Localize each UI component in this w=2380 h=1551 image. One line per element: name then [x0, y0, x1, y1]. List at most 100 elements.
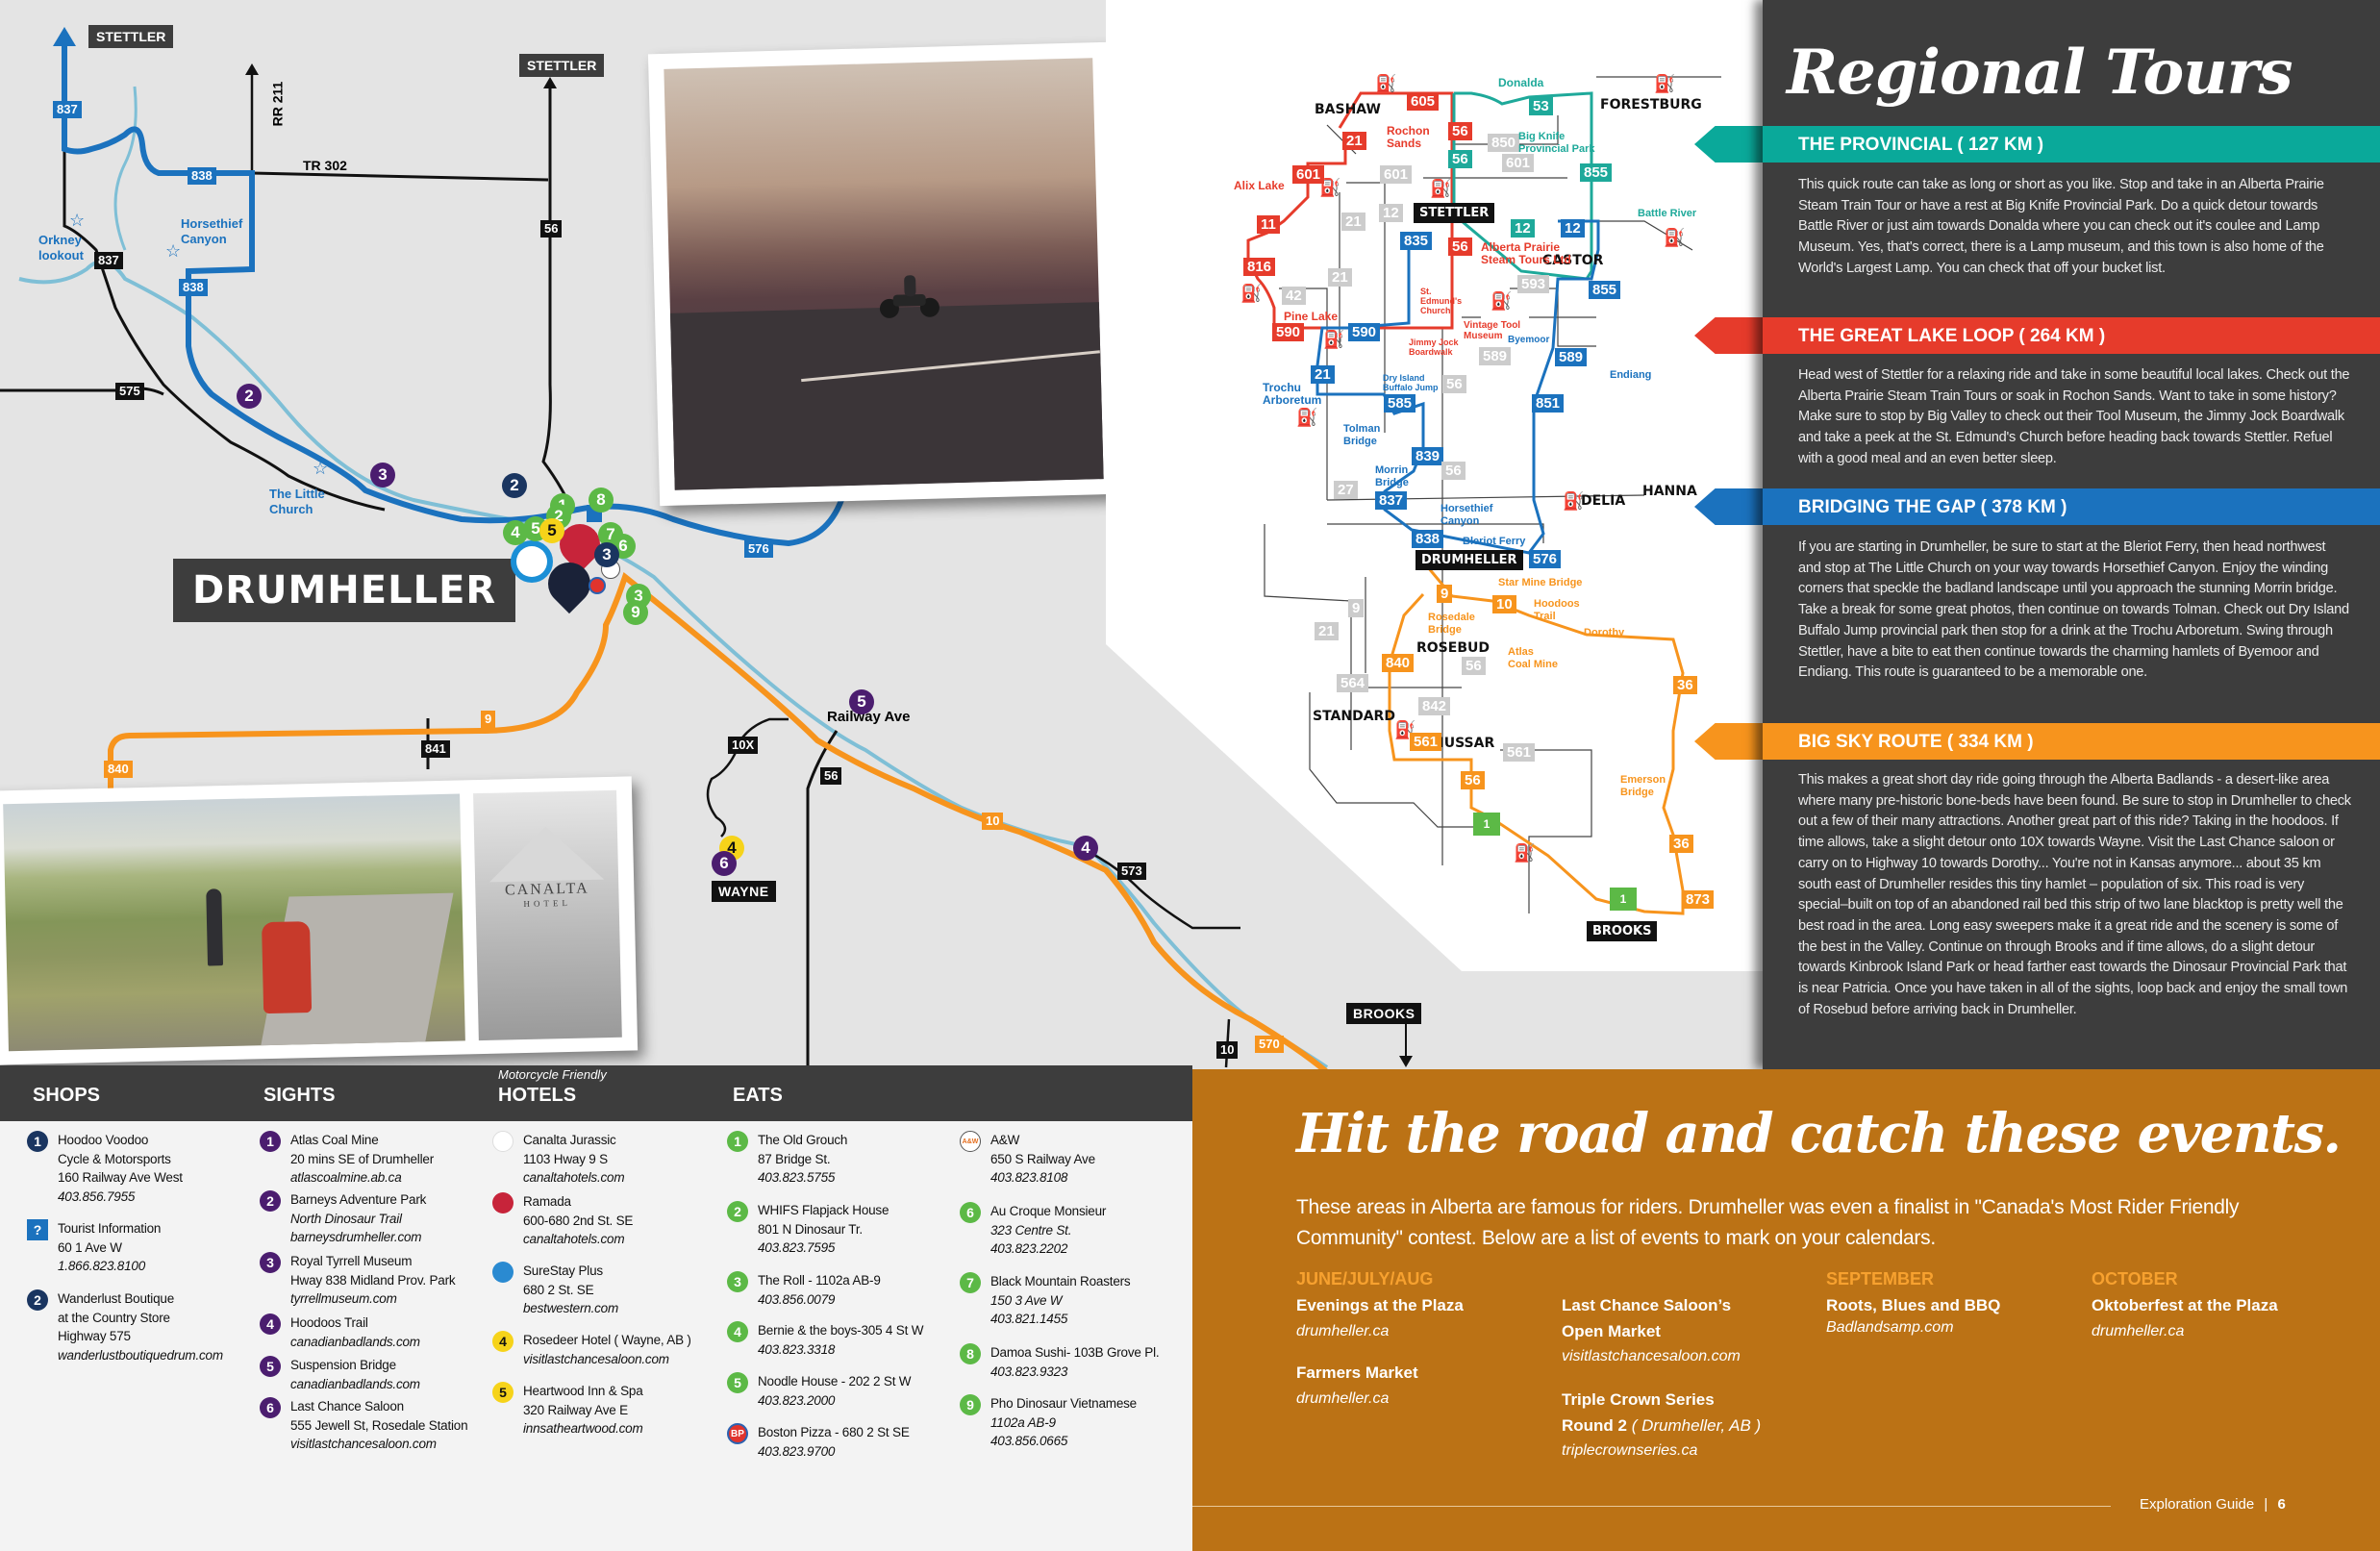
shop-phone: 1.866.823.8100 — [58, 1259, 146, 1273]
eat-address: 650 S Railway Ave — [990, 1151, 1095, 1166]
event-link[interactable]: Badlandsamp.com — [1826, 1319, 1954, 1336]
hotel-listing-item[interactable]: SureStay Plus 680 2 St. SE bestwestern.c… — [492, 1262, 618, 1318]
eat-address: 323 Centre St. — [990, 1222, 1072, 1238]
sight-listing-item[interactable]: 4 Hoodoos Trail canadianbadlands.com — [260, 1313, 420, 1351]
tour-body-bridging-the-gap: If you are starting in Drumheller, be su… — [1798, 539, 2349, 681]
eat-listing-item[interactable]: 4 Bernie & the boys-305 4 St W 403.823.3… — [727, 1321, 923, 1359]
event-name: Oktoberfest at the Plaza — [2092, 1296, 2278, 1314]
event-link[interactable]: triplecrownseries.ca — [1562, 1442, 1698, 1459]
direction-tag-stettler-east: STETTLER — [519, 54, 605, 77]
sight-address: North Dinosaur Trail — [290, 1211, 402, 1226]
star-icon: ☆ — [313, 459, 329, 478]
sight-listing-item[interactable]: 2 Barneys Adventure Park North Dinosaur … — [260, 1190, 426, 1247]
eat-listing-item[interactable]: 3 The Roll - 1102a AB-9 403.856.0079 — [727, 1271, 881, 1309]
guide-name: Exploration Guide — [2140, 1496, 2255, 1513]
shop-pin-2[interactable]: 2 — [502, 473, 527, 498]
event-link[interactable]: drumheller.ca — [2092, 1323, 2185, 1339]
hwy-shield-841: 841 — [421, 740, 450, 758]
hotel-name: Canalta Jurassic — [523, 1133, 616, 1147]
eat-listing-item[interactable]: 6 Au Croque Monsieur 323 Centre St. 403.… — [960, 1202, 1106, 1259]
sight-listing-item[interactable]: 3 Royal Tyrrell Museum Hway 838 Midland … — [260, 1252, 456, 1309]
hotel-name: Heartwood Inn & Spa — [523, 1384, 643, 1398]
eat-listing-item[interactable]: BP Boston Pizza - 680 2 St SE 403.823.97… — [727, 1423, 910, 1461]
shop-website: wanderlustboutiquedrum.com — [58, 1347, 223, 1363]
eat-name: Noodle House - 202 2 St W — [758, 1374, 912, 1388]
shop-name: Wanderlust Boutique — [58, 1291, 175, 1306]
gas-station-icon: ⛽ — [1323, 330, 1345, 349]
hwy-593: 593 — [1517, 275, 1550, 293]
hotel-name: Rosedeer Hotel ( Wayne, AB ) — [523, 1333, 691, 1347]
hwy-12: 12 — [1561, 219, 1585, 238]
eat-listing-item[interactable]: 9 Pho Dinosaur Vietnamese 1102a AB-9 403… — [960, 1394, 1137, 1451]
hotel-listing-item[interactable]: 4 Rosedeer Hotel ( Wayne, AB ) visitlast… — [492, 1331, 691, 1368]
sight-name: Barneys Adventure Park — [290, 1192, 427, 1207]
hwy-21: 21 — [1342, 132, 1366, 150]
shop-listing-item[interactable]: 2 Wanderlust Boutique at the Country Sto… — [27, 1289, 223, 1364]
sight-pin-6[interactable]: 6 — [712, 851, 737, 876]
drumheller-local-map: STETTLER STETTLER BROOKS WAYNE RR 211 TR… — [0, 25, 1422, 1075]
drumheller-town-label: DRUMHELLER — [173, 559, 516, 622]
hotel-pin-5[interactable]: 5 — [539, 518, 564, 543]
eat-listing-item[interactable]: 5 Noodle House - 202 2 St W 403.823.2000 — [727, 1372, 912, 1410]
regional-tours-panel: Regional Tours THE PROVINCIAL ( 127 KM )… — [1763, 0, 2380, 1069]
eat-listing-item[interactable]: 8 Damoa Sushi- 103B Grove Pl. 403.823.93… — [960, 1343, 1160, 1381]
event-link[interactable]: visitlastchancesaloon.com — [1562, 1348, 1741, 1364]
place-orkney-lookout: Orkney lookout — [38, 233, 84, 263]
sight-name: Hoodoos Trail — [290, 1315, 368, 1330]
eat-pin-8[interactable]: 8 — [589, 488, 614, 513]
hwy-851: 851 — [1532, 394, 1565, 413]
sight-pin-3[interactable]: 3 — [370, 463, 395, 488]
sight-listing-item[interactable]: 1 Atlas Coal Mine 20 mins SE of Drumhell… — [260, 1131, 434, 1188]
event-link[interactable]: drumheller.ca — [1296, 1323, 1390, 1339]
hotel-listing-item[interactable]: Ramada 600-680 2nd St. SE canaltahotels.… — [492, 1192, 633, 1249]
event-link[interactable]: drumheller.ca — [1296, 1390, 1390, 1407]
tour-body-great-lake-loop: Head west of Stettler for a relaxing rid… — [1798, 367, 2350, 466]
surestay-logo-icon — [492, 1262, 514, 1283]
event-round: Round 2 — [1562, 1416, 1627, 1435]
town-rosebud: ROSEBUD — [1416, 640, 1490, 656]
surestay-map-marker[interactable] — [511, 540, 553, 583]
label-pine-lake: Pine Lake — [1284, 310, 1339, 323]
eat-listing-item[interactable]: A&W A&W 650 S Railway Ave 403.823.8108 — [960, 1131, 1095, 1188]
eat-pin-9[interactable]: 9 — [623, 600, 648, 625]
hotel-listing-item[interactable]: 5 Heartwood Inn & Spa 320 Railway Ave E … — [492, 1382, 643, 1438]
hwy-21: 21 — [1315, 622, 1339, 640]
sight-listing-item[interactable]: 6 Last Chance Saloon 555 Jewell St, Rose… — [260, 1397, 468, 1454]
eat-listing-item[interactable]: 7 Black Mountain Roasters 150 3 Ave W 40… — [960, 1272, 1131, 1329]
direction-tag-stettler-west: STETTLER — [88, 25, 174, 48]
eat-badge: 4 — [727, 1321, 748, 1342]
boston-pizza-map-marker[interactable] — [589, 577, 606, 594]
sight-pin-2[interactable]: 2 — [237, 384, 262, 409]
shop-address: 160 Railway Ave West — [58, 1170, 183, 1185]
hotel-listing-item[interactable]: Canalta Jurassic 1103 Hway 9 S canaltaho… — [492, 1131, 625, 1188]
gas-station-icon: ⛽ — [1514, 843, 1536, 863]
eat-badge: 3 — [727, 1271, 748, 1292]
shop-listing-item[interactable]: 1 Hoodoo Voodoo Cycle & Motorsports 160 … — [27, 1131, 183, 1206]
sight-badge: 2 — [260, 1190, 281, 1212]
footer-separator: | — [2264, 1496, 2268, 1513]
shop-listing-item[interactable]: ? Tourist Information 60 1 Ave W 1.866.8… — [27, 1219, 161, 1276]
tour-body-provincial: This quick route can take as long or sho… — [1798, 177, 2324, 276]
label-rosedale-bridge: Rosedale Bridge — [1428, 612, 1475, 636]
event-name-cont: Round 2 ( Drumheller, AB ) — [1562, 1413, 1761, 1438]
listings-section: SHOPS SIGHTS Motorcycle Friendly HOTELS … — [0, 1065, 1192, 1551]
town-delia: DELIA — [1581, 493, 1626, 509]
hwy-shield-838: 838 — [179, 279, 208, 296]
hwy-42: 42 — [1282, 287, 1306, 305]
motorcycle-icon — [880, 275, 940, 318]
eat-listing-item[interactable]: 1 The Old Grouch 87 Bridge St. 403.823.5… — [727, 1131, 847, 1188]
hwy-839: 839 — [1412, 447, 1444, 465]
eat-name: The Roll - 1102a AB-9 — [758, 1273, 881, 1288]
hwy-850: 850 — [1488, 134, 1520, 152]
hwy-56: 56 — [1462, 657, 1486, 675]
eat-listing-item[interactable]: 2 WHIFS Flapjack House 801 N Dinosaur Tr… — [727, 1201, 889, 1258]
sight-name: Last Chance Saloon — [290, 1399, 404, 1413]
eats-heading: EATS — [733, 1085, 783, 1106]
shop-name-cont: at the Country Store — [58, 1310, 170, 1325]
sight-pin-4[interactable]: 4 — [1073, 836, 1098, 861]
sight-listing-item[interactable]: 5 Suspension Bridge canadianbadlands.com — [260, 1356, 420, 1393]
hwy-855: 855 — [1580, 163, 1613, 182]
sight-pin-5[interactable]: 5 — [849, 689, 874, 714]
shop-pin-1-sight-3[interactable]: 3 — [594, 542, 619, 567]
